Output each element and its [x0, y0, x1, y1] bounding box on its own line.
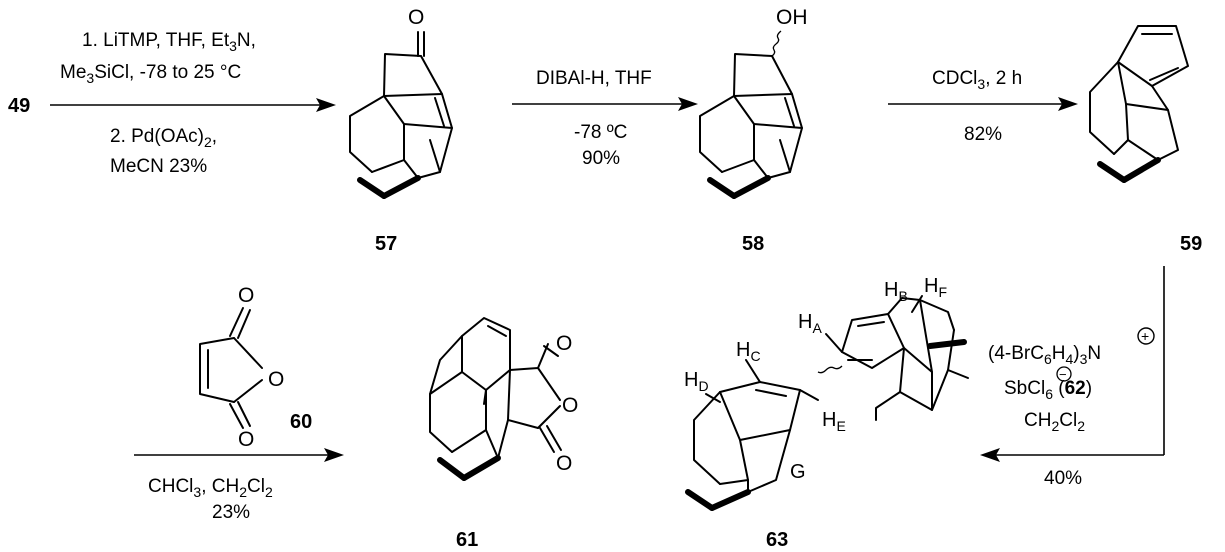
svg-text:40%: 40% [1044, 468, 1082, 489]
structure-57: O [349, 6, 453, 199]
minus-charge-icon: − [1056, 366, 1072, 382]
svg-text:CH2Cl2: CH2Cl2 [1024, 410, 1085, 434]
reaction-arrow-2 [512, 97, 698, 111]
svg-text:CHCl3, CH2Cl2: CHCl3, CH2Cl2 [148, 476, 273, 500]
atom-oxygen-ring: O [268, 368, 284, 391]
compound-label-60: 60 [290, 411, 312, 433]
atom-oxygen-bottom: O [238, 428, 254, 451]
structure-59 [1089, 25, 1189, 183]
svg-text:82%: 82% [964, 124, 1002, 145]
reaction-arrow-4 [980, 266, 1165, 462]
reaction-arrow-1 [50, 98, 336, 112]
svg-text:HB: HB [884, 279, 908, 304]
structure-61: O O O [429, 317, 578, 481]
svg-text:HF: HF [924, 275, 947, 300]
atom-oxygen-top: O [238, 284, 254, 307]
plus-charge-icon: + [1137, 327, 1155, 345]
atom-oxygen-61-top: O [556, 332, 572, 355]
compound-label-49: 49 [8, 95, 30, 117]
svg-text:(4-BrC6H4)3N: (4-BrC6H4)3N [988, 343, 1101, 367]
step1-conditions: 1. LiTMP, THF, Et3N, Me3SiCl, -78 to 25 … [60, 30, 256, 177]
svg-text:HE: HE [822, 409, 846, 434]
atom-oxygen-61-bottom: O [556, 452, 572, 475]
svg-text:HC: HC [736, 339, 761, 364]
step5-conditions: CHCl3, CH2Cl2 23% [148, 476, 273, 523]
atom-oxygen: O [408, 6, 424, 29]
atom-hydroxyl: OH [776, 6, 808, 29]
reaction-arrow-3 [888, 97, 1078, 111]
step3-conditions: CDCl3, 2 h 82% [932, 68, 1022, 145]
atom-oxygen-61-ring: O [562, 394, 578, 417]
compound-label-61: 61 [456, 529, 478, 551]
reaction-arrow-5 [134, 448, 344, 462]
svg-text:2. Pd(OAc)2,: 2. Pd(OAc)2, [110, 126, 217, 150]
svg-text:SbCl6 (62): SbCl6 (62) [1004, 378, 1092, 402]
compound-label-59: 59 [1180, 233, 1202, 255]
svg-text:−: − [1059, 367, 1067, 382]
step2-conditions: DIBAl-H, THF -78 ºC 90% [536, 68, 652, 169]
svg-text:1. LiTMP, THF, Et3N,: 1. LiTMP, THF, Et3N, [82, 30, 256, 54]
structure-63: HB HA HF HC HD HE G [684, 275, 969, 511]
svg-text:DIBAl-H, THF: DIBAl-H, THF [536, 68, 652, 89]
svg-text:MeCN 23%: MeCN 23% [110, 156, 207, 177]
step4-conditions: (4-BrC6H4)3N + SbCl6 (62) − CH2Cl2 40% [988, 327, 1155, 489]
svg-text:-78 ºC: -78 ºC [574, 122, 627, 143]
svg-text:90%: 90% [582, 148, 620, 169]
structure-58: OH [699, 6, 808, 199]
svg-text:Me3SiCl, -78 to 25 °C: Me3SiCl, -78 to 25 °C [60, 62, 241, 86]
svg-text:CDCl3, 2 h: CDCl3, 2 h [932, 68, 1022, 92]
svg-text:G: G [790, 461, 806, 483]
svg-text:+: + [1141, 328, 1149, 344]
compound-label-58: 58 [742, 233, 764, 255]
svg-text:HA: HA [798, 311, 822, 336]
svg-text:HD: HD [684, 369, 709, 394]
compound-label-57: 57 [375, 233, 397, 255]
svg-text:23%: 23% [212, 502, 250, 523]
structure-60: O O O [199, 284, 284, 451]
compound-label-63: 63 [766, 529, 788, 551]
